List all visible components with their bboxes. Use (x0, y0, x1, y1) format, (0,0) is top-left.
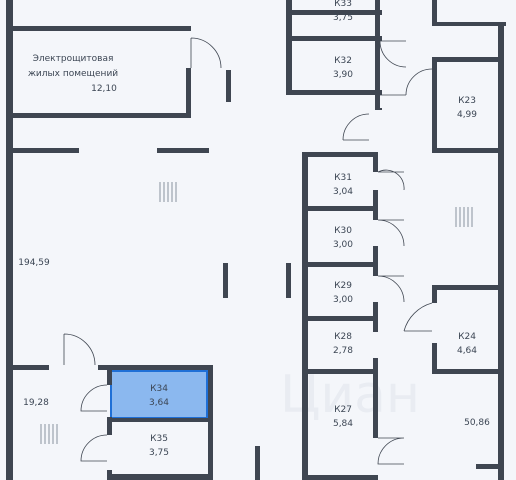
electrical-room-name-1: Электрощитовая (33, 54, 114, 64)
room-k24-area: 4,64 (457, 346, 477, 356)
room-k33-name: К33 (334, 0, 352, 9)
room-k28-area: 2,78 (333, 346, 353, 356)
room-k29-name: К29 (334, 281, 352, 291)
stairs-main-hall-icon (159, 182, 177, 202)
room-k34-name: К34 (150, 384, 168, 394)
room-k32-area: 3,90 (333, 70, 353, 80)
room-k28-name: К28 (334, 332, 352, 342)
hall-right-area: 50,86 (464, 418, 490, 428)
hall-main-area: 194,59 (18, 258, 50, 268)
room-k35-name: К35 (150, 434, 168, 444)
room-k23-name: К23 (458, 96, 476, 106)
room-k23-area: 4,99 (457, 110, 477, 120)
stairs-right-hall-icon (455, 207, 473, 227)
room-k24-name: К24 (458, 332, 476, 342)
room-k30-name: К30 (334, 226, 352, 236)
room-k31-area: 3,04 (333, 187, 353, 197)
room-k33-area: 3,75 (333, 13, 353, 23)
walls (6, 0, 506, 480)
electrical-room-name-2: жилых помещений (28, 69, 118, 79)
room-k30-area: 3,00 (333, 240, 353, 250)
hall-left-area: 19,28 (23, 398, 49, 408)
stairs-left-hall-icon (40, 424, 58, 444)
room-k32-name: К32 (334, 56, 352, 66)
electrical-room-area: 12,10 (91, 84, 117, 94)
room-labels: Электрощитовая жилых помещений 12,10 К33… (18, 0, 490, 458)
room-k34-highlight[interactable] (110, 370, 208, 419)
room-k35-area: 3,75 (149, 448, 169, 458)
doors (63, 37, 433, 465)
room-k27-area: 5,84 (333, 419, 353, 429)
room-k29-area: 3,00 (333, 295, 353, 305)
room-k34-area: 3,64 (149, 398, 169, 408)
room-k31-name: К31 (334, 173, 352, 183)
room-k27-name: К27 (334, 405, 352, 415)
